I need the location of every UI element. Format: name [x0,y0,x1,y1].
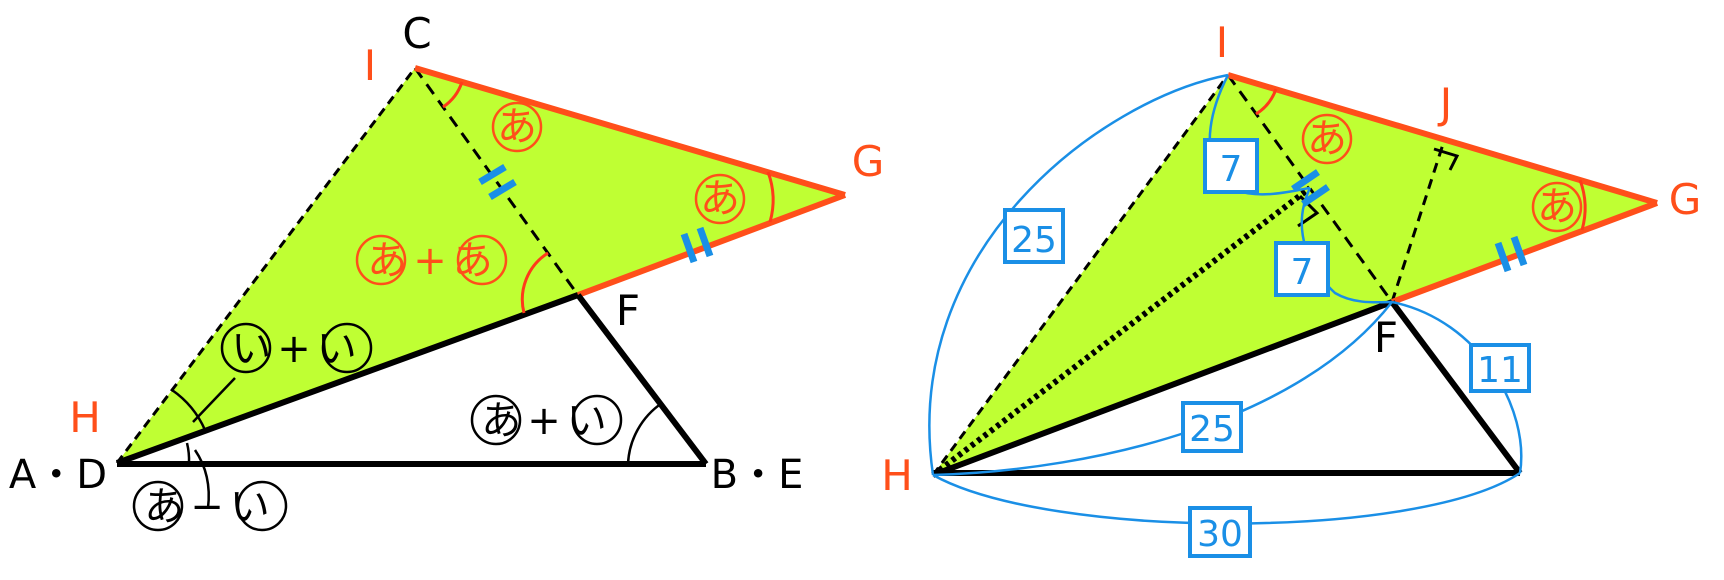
left-circle-a-right [694,173,746,225]
left-tick-CF [478,163,517,201]
left-dashed-HC [115,67,417,464]
right-circle-a-top [1301,113,1353,165]
right-label-G: G [1669,175,1702,224]
right-length-F-bottom: 11 [1477,350,1523,391]
right-arc-I [1255,88,1278,116]
right-tick-IF [1291,169,1330,207]
left-arc-B [626,401,663,465]
left-label-BE: B・E [711,452,804,498]
right-dashed-FJ [1390,137,1447,303]
left-circle-a-plus-a-1 [355,234,407,286]
right-length-I-mid: 7 [1220,149,1243,190]
left-arc-F [520,251,549,314]
right-arc-G [1578,179,1587,231]
left-circle-a-plus-i-2 [571,394,623,446]
left-circle-a-minus-i-2 [236,480,288,532]
left-green-region [117,68,845,463]
left-circle-i-plus-i-2 [321,322,373,374]
left-black-HF [115,292,580,466]
left-circle-a-top [491,101,543,153]
left-angle-a-plus-i: あ+い [481,398,613,444]
left-dashed-CF [413,67,580,296]
right-black-HF [931,299,1394,478]
left-label-C: C [402,9,431,58]
right-angle-a-right: あ [1537,184,1577,230]
right-tick-GF [1494,235,1528,273]
right-dotted-H-mid [931,185,1312,478]
right-orange-GF [1390,200,1659,305]
left-orange-IG [414,65,846,198]
right-circle-a-right [1531,181,1583,233]
right-length-HF: 25 [1189,409,1235,450]
left-black-FB [575,293,709,466]
left-orange-GF [576,192,847,298]
right-length-mid-F: 7 [1291,252,1314,293]
right-dim-IH [928,73,1229,476]
left-angle-a-minus-i: あ−い [144,484,276,530]
right-black-F-bottom [1389,300,1523,475]
right-figure: 25 7 7 25 11 30 I J G F H あ あ [881,18,1702,558]
left-circle-a-minus-i-1 [132,480,184,532]
right-angle-mark-J [1433,147,1460,171]
right-length-IH: 25 [1011,220,1057,261]
right-orange-IG [1227,72,1658,206]
left-circle-a-plus-i-1 [470,394,522,446]
left-arc-C [442,81,464,109]
left-leader-ami [193,449,210,509]
left-arc-A [185,442,191,464]
left-angle-a-plus-a: あ+あ [367,238,499,284]
right-box-IH [1003,208,1065,264]
left-label-H: H [69,393,101,442]
left-angle-a-top: あ [497,104,537,150]
left-angle-i-plus-i: い+い [231,326,363,372]
right-angle-a-top: あ [1307,116,1347,162]
right-dashed-HI [931,74,1230,476]
right-box-H-bottom [1188,506,1252,558]
left-angle-a-right: あ [700,176,740,222]
right-label-J: J [1437,79,1452,128]
right-box-mid-F [1274,241,1330,297]
left-label-G: G [852,137,885,186]
left-tick-GF [680,226,714,264]
right-length-H-bottom: 30 [1197,514,1243,555]
right-box-F-bottom [1469,343,1531,393]
left-label-F: F [616,286,640,335]
right-label-H: H [881,451,913,500]
left-label-AD: A・D [9,452,107,498]
right-label-I: I [1216,18,1228,67]
left-circle-i-plus-i-1 [220,322,272,374]
left-leader-ii [192,377,236,423]
left-circle-a-plus-a-2 [456,234,508,286]
left-figure: C I G F H A・D B・E あ あ あ+あ い+い あ+い あ−い [9,9,885,532]
right-box-I-mid [1203,138,1259,194]
left-arc-G [766,171,775,223]
left-arc-H [171,388,207,431]
left-label-I: I [364,41,376,90]
right-box-HF [1181,401,1243,453]
right-label-F: F [1374,313,1398,362]
